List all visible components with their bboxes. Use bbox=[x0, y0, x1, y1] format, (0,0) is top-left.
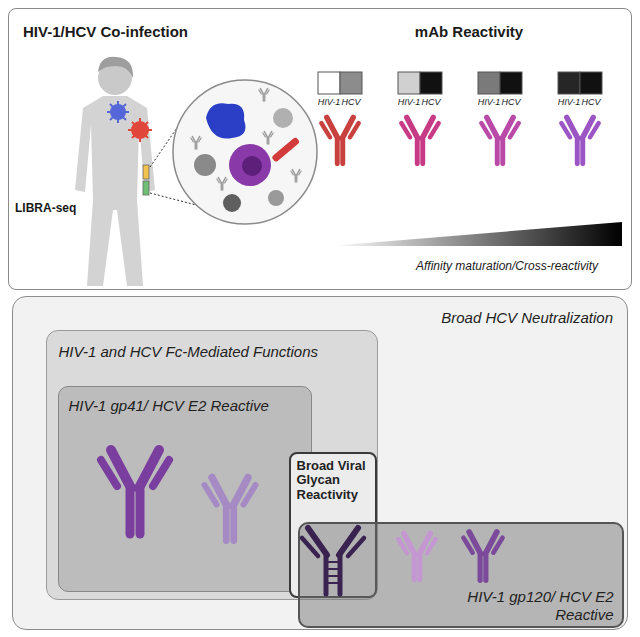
hcv-virus-part-part bbox=[132, 122, 148, 138]
zoom-circle-part bbox=[273, 108, 293, 128]
glycan-antibody-part bbox=[326, 568, 340, 570]
reactivity-squares-part bbox=[398, 72, 420, 94]
person-part bbox=[98, 57, 133, 78]
zoom-lines-part bbox=[150, 112, 188, 167]
hcv-virus-part bbox=[131, 121, 149, 139]
region-label: Broad HCV Neutralization bbox=[343, 309, 613, 327]
region-box: Broad HCV NeutralizationHIV-1 and HCV Fc… bbox=[12, 296, 628, 630]
reactivity-squares-part bbox=[580, 72, 602, 94]
reactivity-label: HIV-1 bbox=[314, 97, 344, 108]
reactivity-squares bbox=[318, 72, 602, 94]
blood-tubes-part bbox=[143, 181, 149, 195]
gp120-antibodies bbox=[398, 532, 502, 580]
zoom-circle-part bbox=[223, 194, 241, 212]
reactivity-label: HIV-1 bbox=[554, 97, 584, 108]
region-label: Broad Viral Glycan Reactivity bbox=[297, 459, 371, 504]
reactivity-squares-part bbox=[478, 72, 500, 94]
blood-tubes bbox=[143, 165, 149, 195]
mab-row-part bbox=[481, 118, 518, 164]
zoom-circle-part bbox=[268, 190, 284, 206]
person bbox=[75, 57, 155, 286]
gp41-antibodies-part bbox=[101, 450, 169, 534]
hiv-virus-part-part bbox=[117, 101, 119, 123]
reactivity-squares-part bbox=[500, 72, 522, 94]
method-label: LIBRA-seq bbox=[15, 201, 87, 215]
hiv-virus-part bbox=[110, 104, 126, 120]
zoom-circle-part bbox=[206, 103, 246, 138]
reactivity-squares-part bbox=[340, 72, 362, 94]
hiv-virus bbox=[107, 101, 129, 123]
glycan-antibody-part bbox=[326, 582, 340, 584]
hcv-virus-part bbox=[128, 118, 152, 142]
zoom-lines bbox=[150, 112, 196, 205]
reactivity-squares-part bbox=[318, 72, 340, 94]
zoom-circle-part bbox=[291, 170, 301, 183]
zoom-circle-part bbox=[259, 89, 269, 102]
top-panel: HIV-1/HCV Co-infectionLIBRA-seq mAb React… bbox=[8, 8, 632, 290]
region-label: HIV-1 and HCV Fc-Mediated Functions bbox=[59, 343, 359, 361]
glycan-antibody-part bbox=[338, 556, 343, 594]
reactivity-label: HIV-1 bbox=[474, 97, 504, 108]
glycan-antibody-part bbox=[348, 538, 364, 556]
zoom-circle-part bbox=[263, 132, 273, 145]
maturation-wedge bbox=[330, 222, 622, 246]
reactivity-label: HCV bbox=[336, 97, 366, 108]
person-part bbox=[98, 61, 132, 95]
hiv-virus-part-part bbox=[107, 111, 129, 113]
region-box: HIV-1 gp120/ HCV E2 Reactive bbox=[298, 522, 624, 628]
region-label: HIV-1 gp41/ HCV E2 Reactive bbox=[69, 397, 305, 415]
zoom-circle-part bbox=[229, 144, 271, 186]
glycan-antibody-part bbox=[324, 556, 329, 594]
zoom-circle bbox=[173, 80, 317, 224]
hiv-virus-part-part bbox=[110, 104, 126, 120]
reactivity-label: HCV bbox=[496, 97, 526, 108]
glycan-antibody-part bbox=[326, 575, 340, 577]
reactivity-label: HIV-1 bbox=[394, 97, 424, 108]
gp120-antibodies-part bbox=[398, 534, 435, 580]
zoom-circle-part bbox=[242, 156, 262, 176]
zoom-circle-part bbox=[271, 137, 300, 163]
hiv-virus-part-part bbox=[110, 104, 126, 120]
zoom-circle-part bbox=[194, 154, 216, 176]
glycan-antibody-part bbox=[326, 561, 340, 563]
glycan-antibody-part bbox=[308, 528, 327, 555]
panel-title: HIV-1/HCV Co-infection bbox=[23, 23, 223, 41]
reactivity-label: HCV bbox=[416, 97, 446, 108]
zoom-circle-part bbox=[173, 80, 317, 224]
hcv-virus-part-part bbox=[132, 122, 148, 138]
gp120-antibodies-part bbox=[463, 532, 502, 580]
hiv-virus-part bbox=[107, 101, 129, 123]
glycan-antibody bbox=[302, 528, 364, 594]
axis-label: Affinity maturation/Cross-reactivity bbox=[389, 259, 625, 273]
hcv-virus bbox=[128, 118, 152, 142]
mab-row-part bbox=[561, 118, 598, 164]
panel-title: mAb Reactivity bbox=[389, 23, 549, 41]
hcv-virus-part-part bbox=[128, 129, 152, 131]
blood-tubes-part bbox=[143, 165, 149, 179]
reactivity-squares-part bbox=[420, 72, 442, 94]
mab-row-part bbox=[401, 118, 438, 164]
region-label: HIV-1 gp120/ HCV E2 Reactive bbox=[428, 588, 614, 624]
reactivity-label: HCV bbox=[576, 97, 606, 108]
glycan-antibody-part bbox=[302, 538, 318, 556]
person-part bbox=[75, 96, 155, 286]
zoom-lines-part bbox=[150, 193, 196, 205]
mab-row-part bbox=[321, 118, 358, 164]
glycan-antibody-part bbox=[339, 528, 358, 555]
reactivity-squares-part bbox=[558, 72, 580, 94]
zoom-circle-part bbox=[217, 178, 227, 191]
mab-row bbox=[321, 118, 598, 164]
hcv-virus-part-part bbox=[139, 118, 141, 142]
gp41-antibodies bbox=[101, 450, 256, 541]
zoom-circle-part bbox=[191, 137, 201, 150]
gp41-antibodies-part bbox=[205, 478, 256, 541]
region-box: HIV-1 gp41/ HCV E2 Reactive bbox=[58, 386, 312, 592]
